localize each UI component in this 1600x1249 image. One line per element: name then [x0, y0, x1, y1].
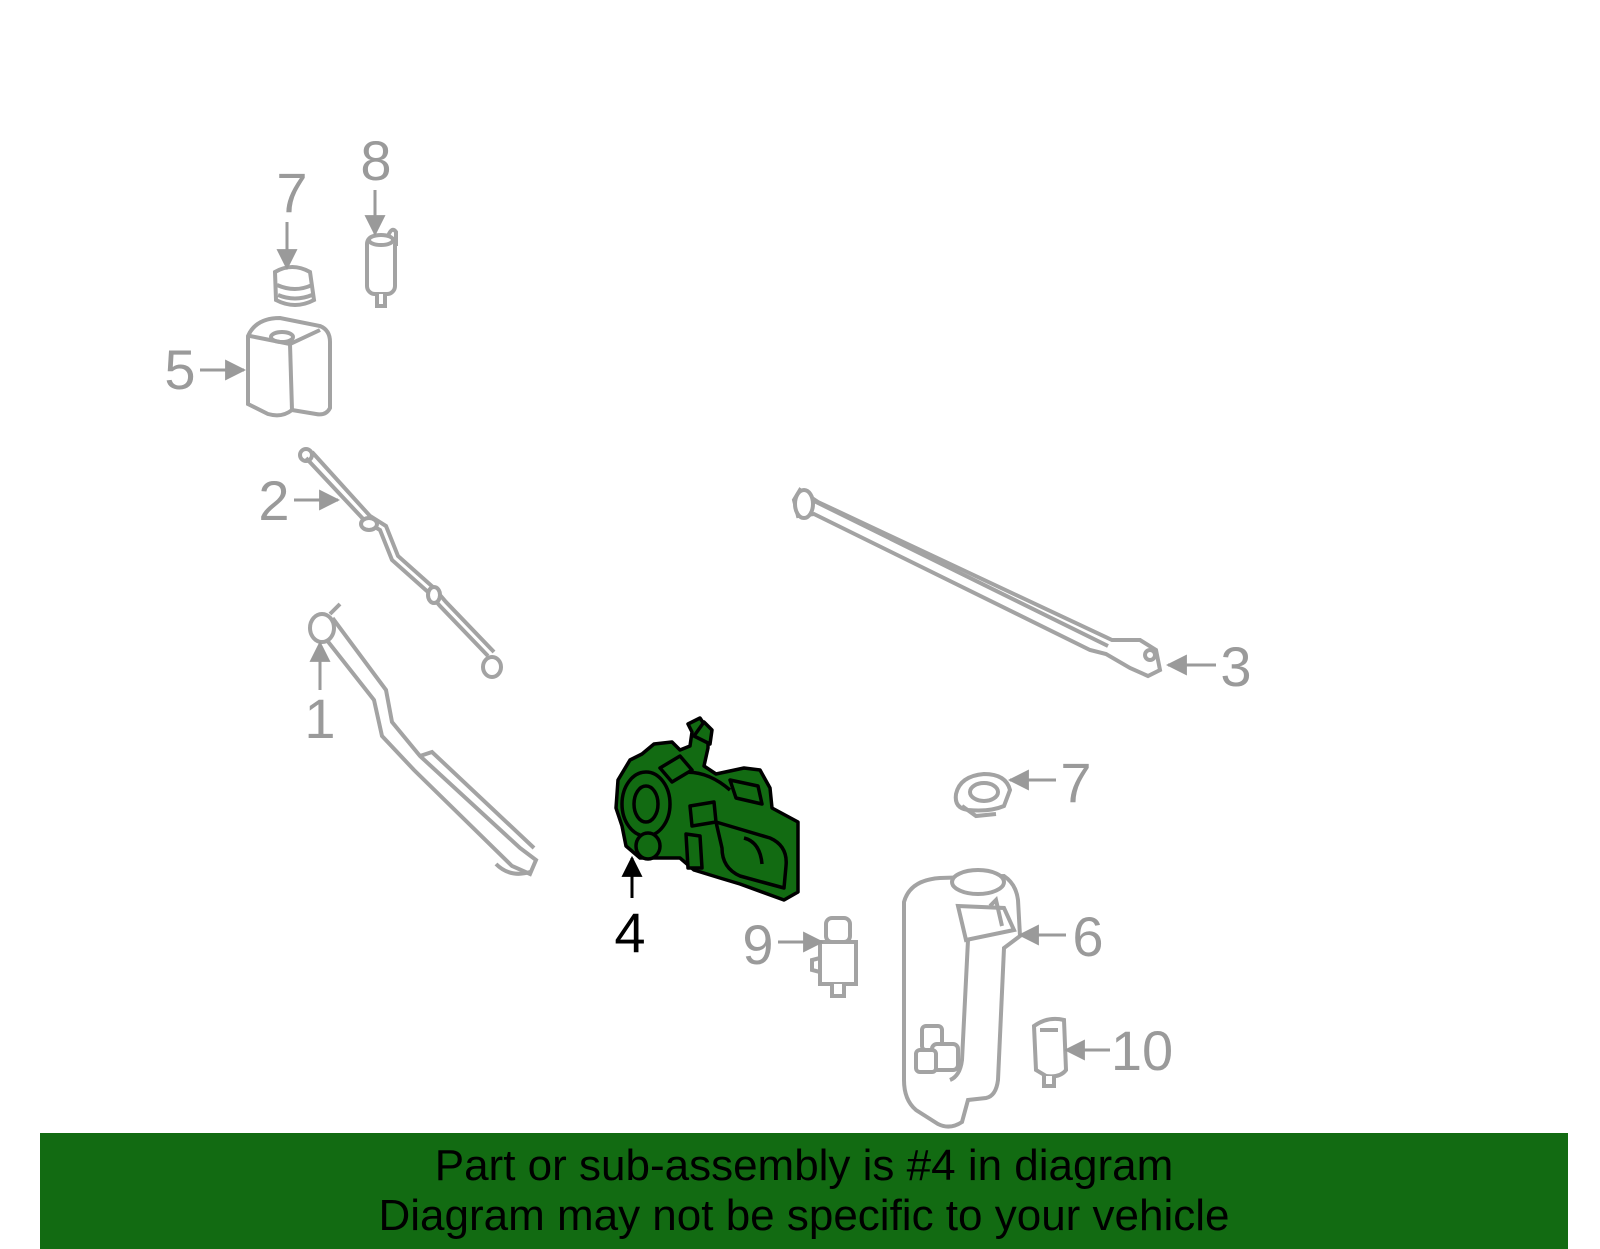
part-7-cap-top[interactable]: [272, 265, 317, 307]
callout-7-top: 7: [276, 161, 307, 224]
part-7-cap-right[interactable]: [953, 771, 1013, 819]
part-1-wiper-arm[interactable]: [308, 602, 539, 877]
callout-4: 4: [614, 901, 645, 964]
callout-10: 10: [1111, 1019, 1173, 1082]
part-2-linkage[interactable]: [298, 447, 503, 679]
callout-3: 3: [1220, 635, 1251, 698]
leader-arrows: [200, 190, 1216, 1061]
part-10-sensor[interactable]: [1031, 1016, 1069, 1088]
info-banner: Part or sub-assembly is #4 in diagram Di…: [40, 1133, 1568, 1249]
part-4-wiper-motor[interactable]: [614, 716, 800, 902]
callout-1: 1: [304, 687, 335, 750]
part-3-pivot-rod[interactable]: [791, 487, 1163, 679]
callout-8: 8: [360, 129, 391, 192]
callout-5: 5: [164, 338, 195, 401]
banner-line-1: Part or sub-assembly is #4 in diagram: [434, 1141, 1174, 1190]
part-9-washer-pump[interactable]: [810, 916, 858, 998]
callout-7-right: 7: [1060, 751, 1091, 814]
callout-2: 2: [258, 469, 289, 532]
part-5-reservoir[interactable]: [246, 315, 332, 418]
banner-line-2: Diagram may not be specific to your vehi…: [378, 1191, 1230, 1240]
callout-6: 6: [1072, 905, 1103, 968]
part-8-washer-pump[interactable]: [365, 227, 398, 308]
callout-9: 9: [742, 913, 773, 976]
part-6-reservoir[interactable]: [902, 868, 1023, 1129]
